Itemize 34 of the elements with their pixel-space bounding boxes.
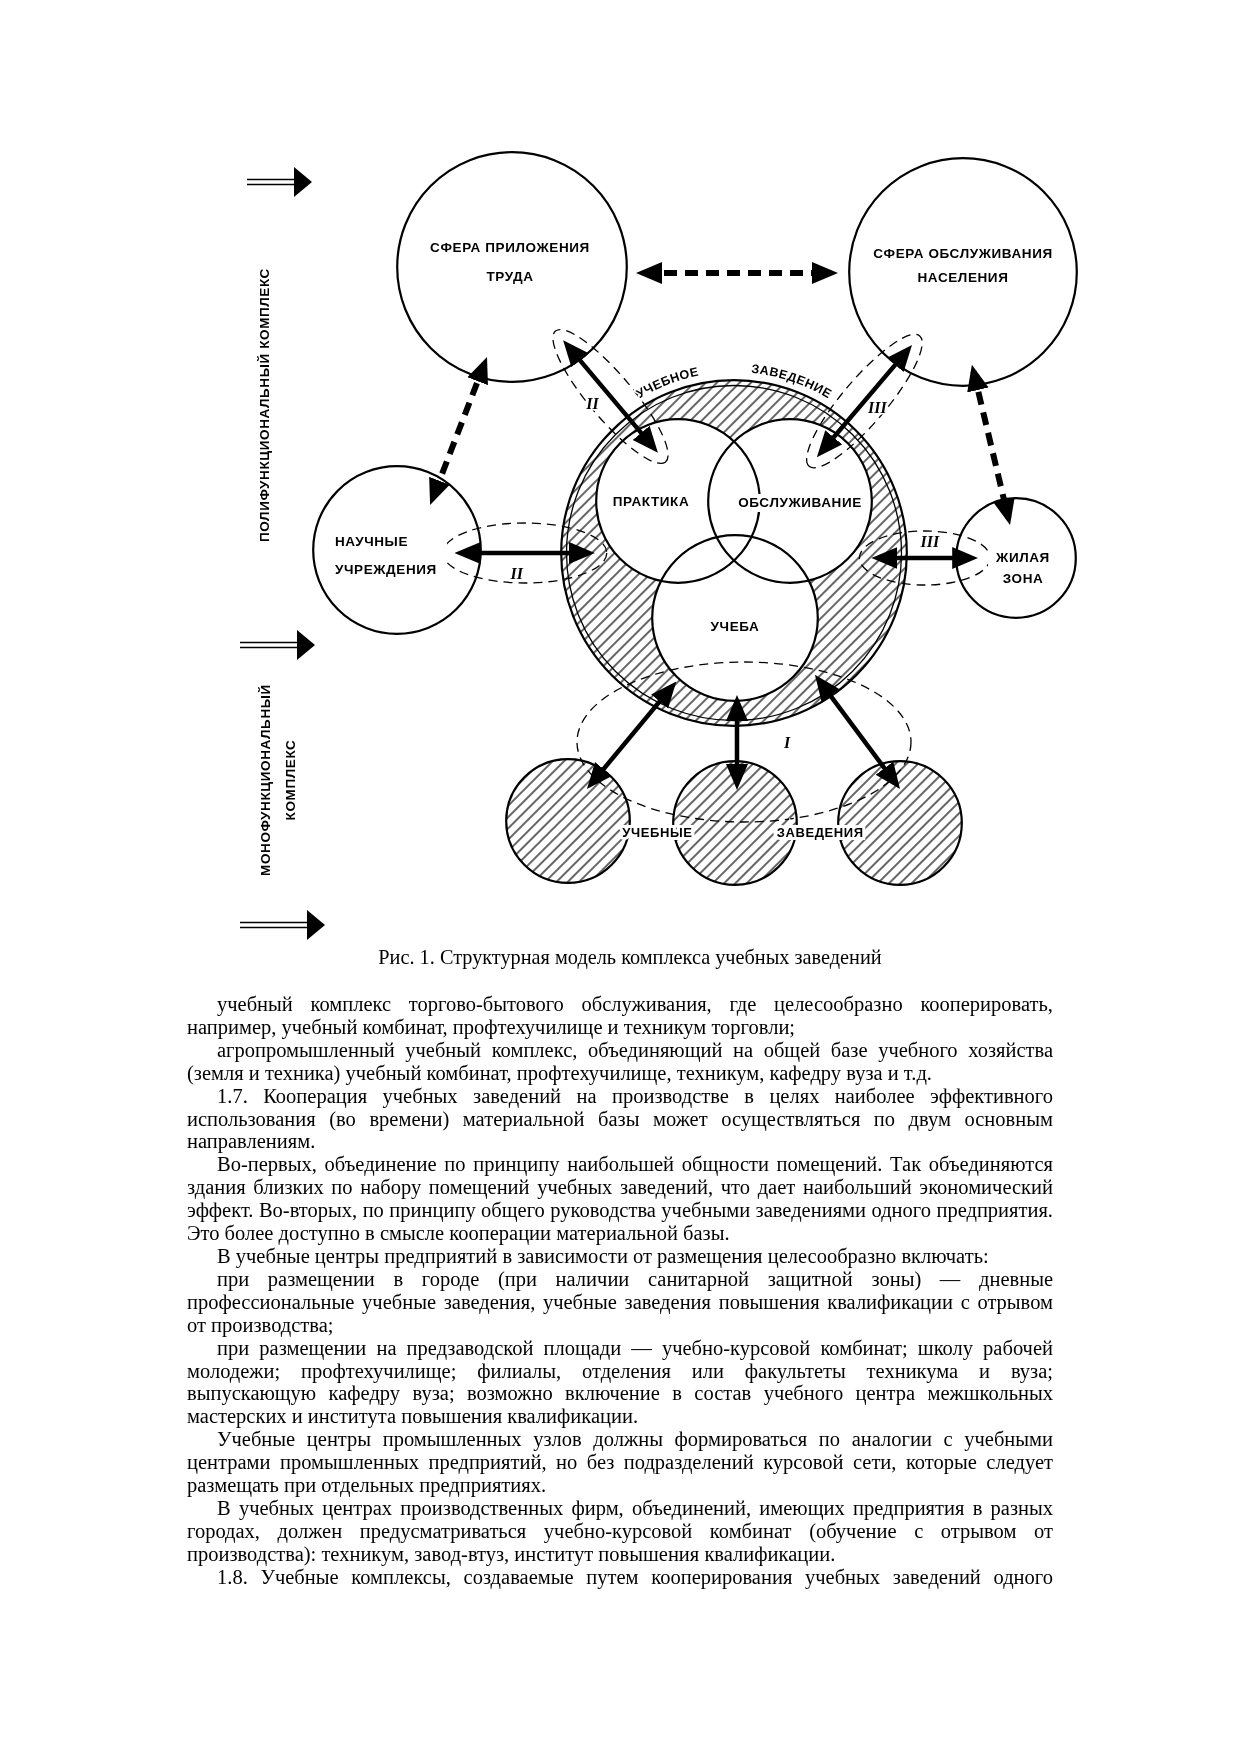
body-paragraph: при размещении на предзаводской площади — учебно-курсовой комбинат; школу рабочей молодежи; профтехучилище; филиалы, отделения или факультеты техникума и вуза; выпускающую кафедру вуза; возможно включение в состав учебного центра межшкольных мастерских и института повышения квалификации. [187,1336,1053,1429]
edge-label: III [920,533,940,550]
circle-node [312,465,482,635]
edge-label: II [586,394,599,412]
arrow [726,695,748,790]
body-paragraph: учебный комплекс торгово-бытового обслуживания, где целесообразно кооперировать, например, учебный комбинат, профтехучилище и техникум торговли; [187,993,1053,1039]
arrow [871,547,979,569]
roman-numeral: I [783,734,791,751]
body-paragraph: Во-первых, объединение по принципу наибольшей общности помещений. Так объединяются здания близких по набору помещений учебных заведений, что дает наибольший экономический эффект. Во-вторых, по принципу общего руководства учебными заведениями одного предприятия. Это более доступно в смысле кооперации материальной базы. [187,1153,1053,1245]
node-label: ОБСЛУЖИВАНИЕ [738,494,862,512]
edge-label: II [510,565,524,582]
body-paragraph: 1.7. Кооперация учебных заведений на производстве в целях наиболее эффективного использования (во времени) материальной базы может осуществляться по двум основным направлениям. [187,1084,1053,1154]
arrow [816,345,913,458]
arrow [454,542,595,564]
body-paragraph: В учебных центрах производственных фирм, объединений, имеющих предприятия в разных городах, должен предусматриваться учебно-курсовой комбинат (обучение с отрывом от производства): техникум, завод-втуз, институт повышения квалификации. [187,1496,1053,1566]
arrow [563,340,658,453]
arrow [814,674,900,789]
body-paragraph: В учебные центры предприятий в зависимости от размещения целесообразно включать: [216,1244,990,1268]
body-paragraph: агропромышленный учебный комплекс, объединяющий на общей базе учебного хозяйства (земля и техника) учебный комбинат, профтехучилище, техникум, кафедру вуза и т.д. [187,1038,1053,1085]
circle-node [651,534,819,702]
vertical-label: ПОЛИФУНКЦИОНАЛЬНЫЙ КОМПЛЕКС [257,268,273,542]
circle-node [955,497,1077,619]
arrow [636,262,838,285]
circle-node [396,151,628,383]
edge-label: III [868,399,887,417]
arrow [967,364,1015,525]
figure-caption: Рис. 1. Структурная модель комплекса учебных заведений [378,946,882,969]
circle-node [848,157,1078,387]
body-paragraph: при размещении в городе (при наличии санитарной защитной зоны) — дневные профессиональные учебные заведения, учебные заведения повышения квалификации с отрывом от производства; [187,1267,1053,1337]
arrow [429,356,488,506]
body-paragraph: 1.8. Учебные комплексы, создаваемые путем кооперирования учебных заведений одного [217,1565,1053,1589]
body-paragraph: Учебные центры промышленных узлов должны формироваться по аналогии с учебными центрами промышленных предприятий, но без подразделений курсовой сети, которые следует размещать при отдельных предприятиях. [187,1428,1053,1497]
vertical-label: МОНОФУНКЦИОНАЛЬНЫЙ КОМПЛЕКС [257,683,299,878]
arrow [586,681,677,790]
